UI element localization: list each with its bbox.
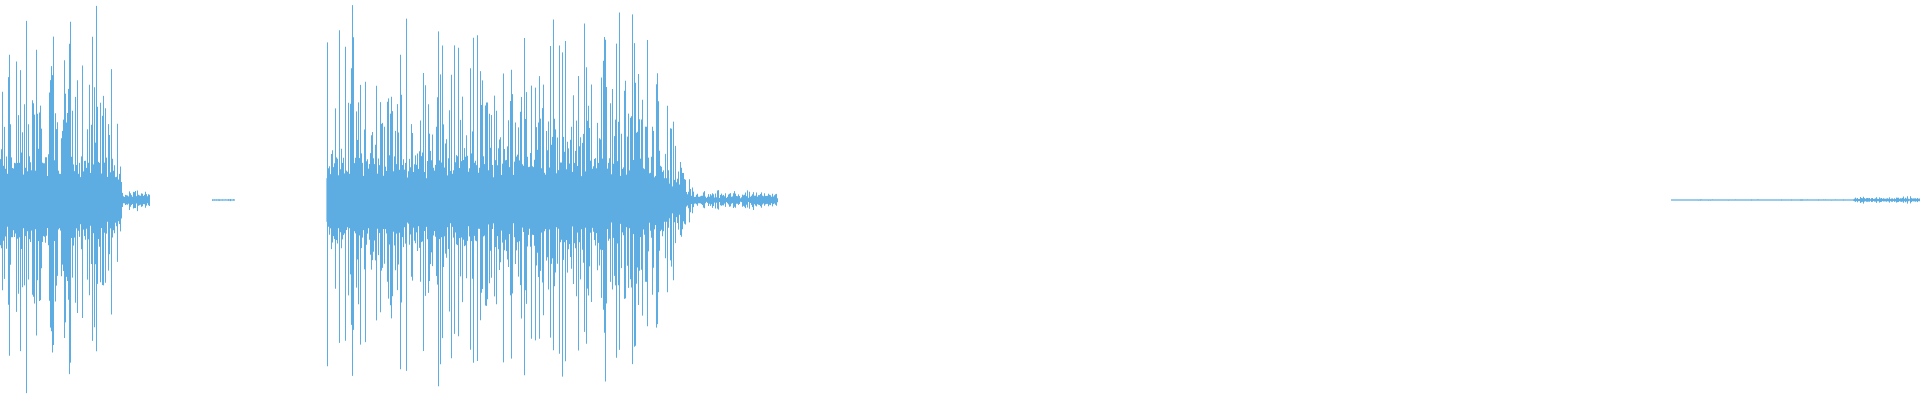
waveform-samples bbox=[0, 5, 1920, 394]
burst-1-core bbox=[0, 178, 117, 222]
waveform-path bbox=[0, 5, 1920, 394]
burst-2-core bbox=[326, 178, 670, 222]
